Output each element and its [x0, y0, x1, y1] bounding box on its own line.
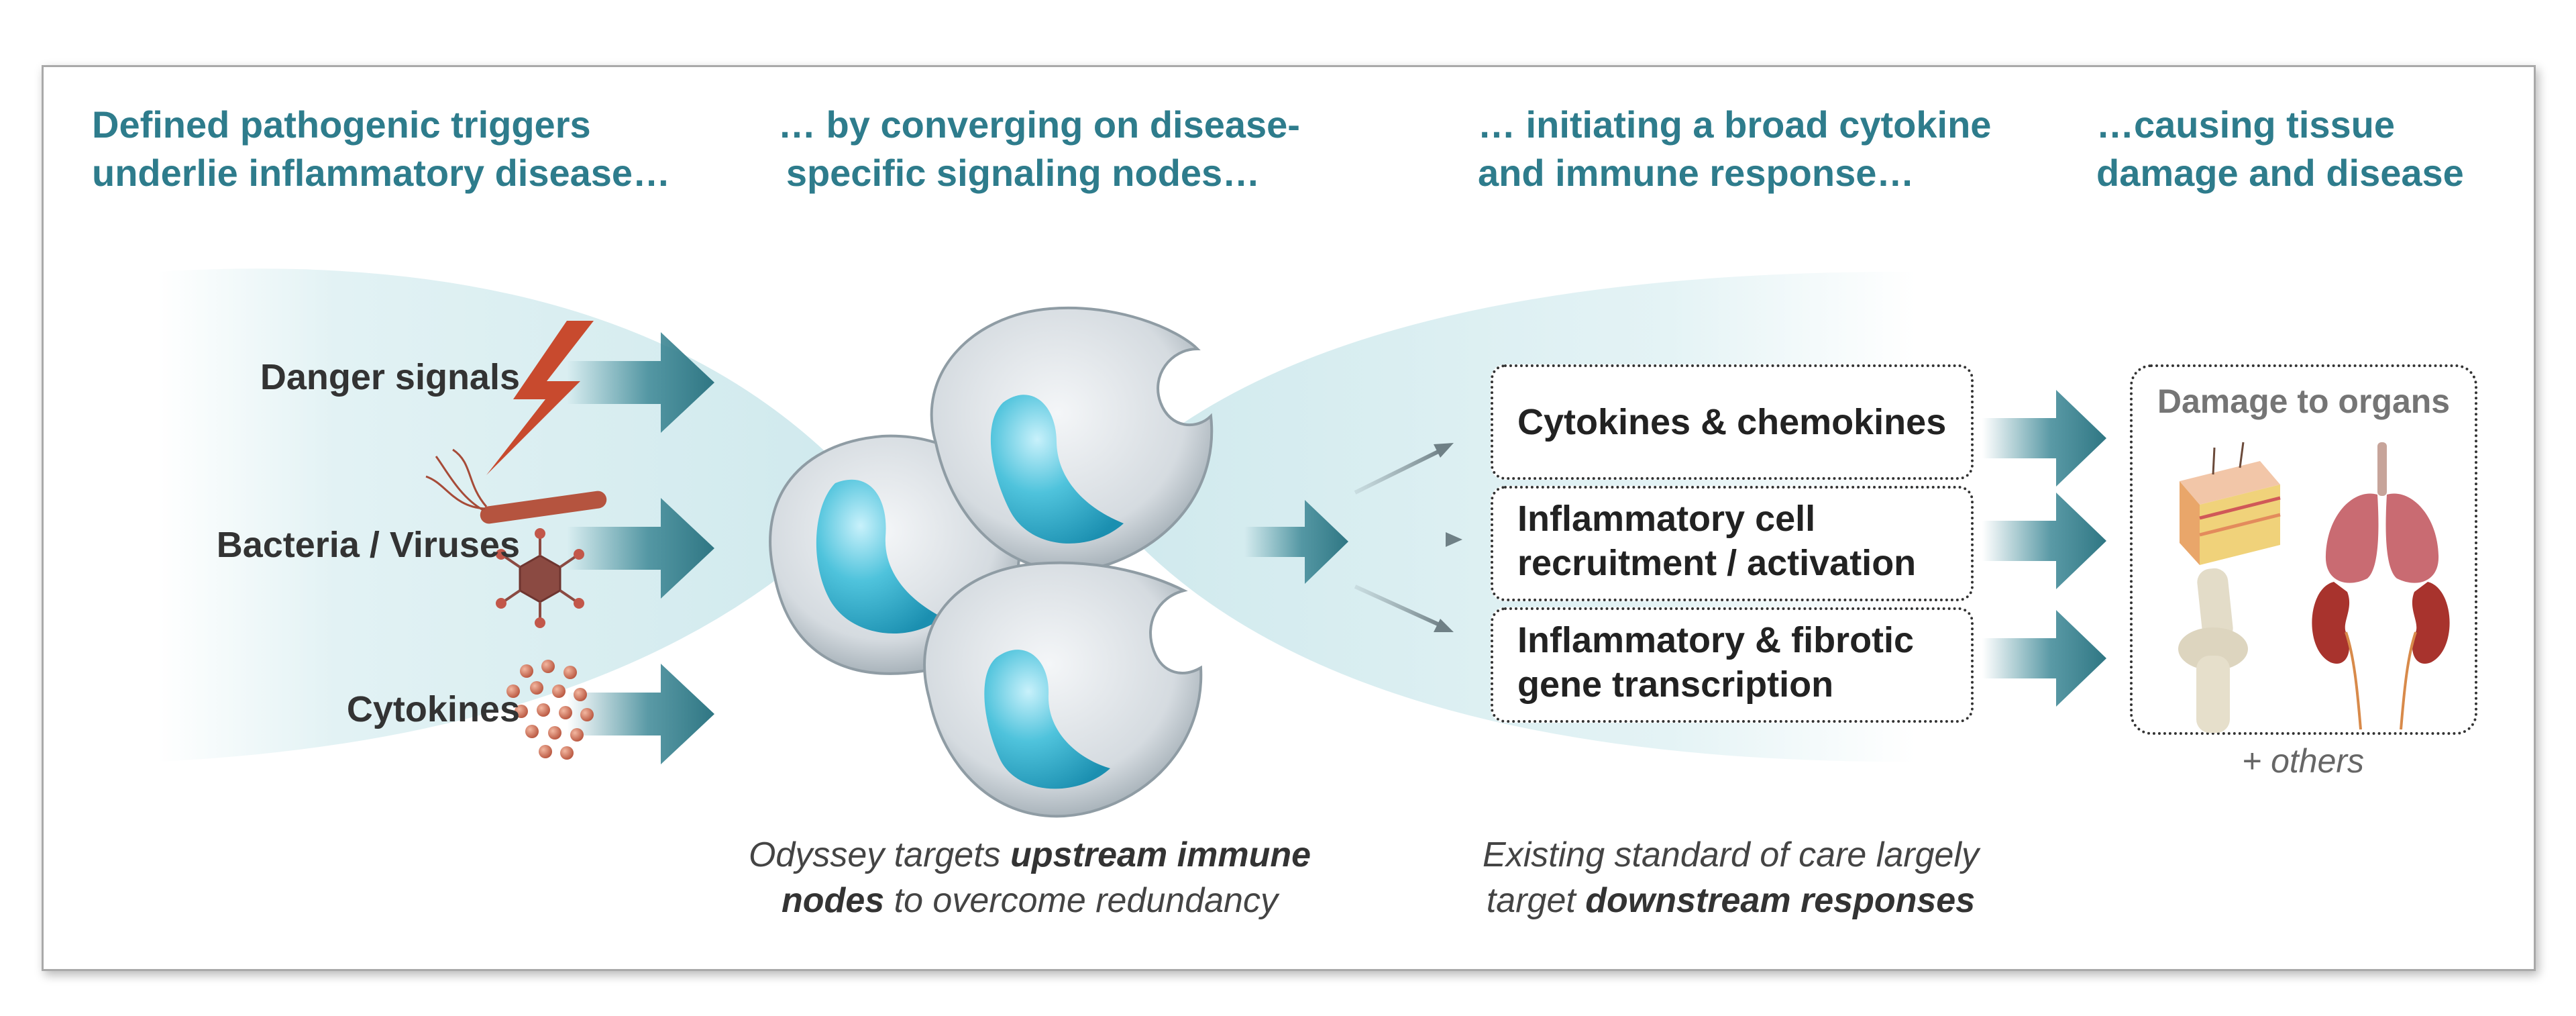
kidneys-icon [2312, 582, 2450, 730]
immune-cells-illustration [769, 307, 1214, 818]
trigger-arrow-2 [567, 498, 714, 599]
header-response: … initiating a broad cytokine and immune… [1478, 103, 1992, 194]
header-triggers: Defined pathogenic triggers underlie inf… [92, 103, 671, 194]
node-output-arrow [1244, 500, 1348, 584]
header-nodes: … by converging on disease- specific sig… [778, 103, 1300, 194]
header-damage: …causing tissue damage and disease [2096, 103, 2464, 194]
lungs-icon [2325, 442, 2439, 583]
lightning-icon [486, 321, 594, 475]
knee-joint-icon [2178, 568, 2248, 733]
response-box-cell-recruitment: Inflammatory cell recruitment / activati… [1491, 486, 1974, 601]
organ-damage-box: Damage to organs [2130, 364, 2477, 735]
figure-frame: Defined pathogenic triggers underlie inf… [42, 65, 2536, 971]
trigger-arrow-3 [567, 664, 714, 764]
caption-standard-of-care: Existing standard of care largely target… [1483, 835, 1979, 920]
trigger-label-danger-signals: Danger signals [260, 357, 520, 397]
cytokine-particles-icon [506, 660, 594, 760]
organ-box-title: Damage to organs [2157, 383, 2451, 420]
response-arrow-1 [1982, 390, 2106, 487]
response-box-gene-transcription: Inflammatory & fibrotic gene transcripti… [1491, 607, 1974, 723]
response-fan-arrows [1354, 443, 1462, 632]
response-box-cytokines: Cytokines & chemokines [1491, 364, 1974, 480]
trigger-label-bacteria-viruses: Bacteria / Viruses [216, 525, 520, 565]
cell-top [930, 307, 1214, 572]
cell-bottom [923, 561, 1203, 818]
response-arrow-3 [1982, 610, 2106, 707]
bacteria-virus-icon [425, 448, 607, 628]
trigger-label-cytokines: Cytokines [346, 689, 520, 729]
response-arrow-2 [1982, 493, 2106, 589]
trigger-arrow-1 [567, 332, 714, 433]
skin-icon [2180, 442, 2281, 565]
organ-icons [2178, 442, 2450, 733]
others-label: + others [2242, 742, 2365, 780]
caption-odyssey: Odyssey targets upstream immune nodes to… [748, 835, 1311, 920]
